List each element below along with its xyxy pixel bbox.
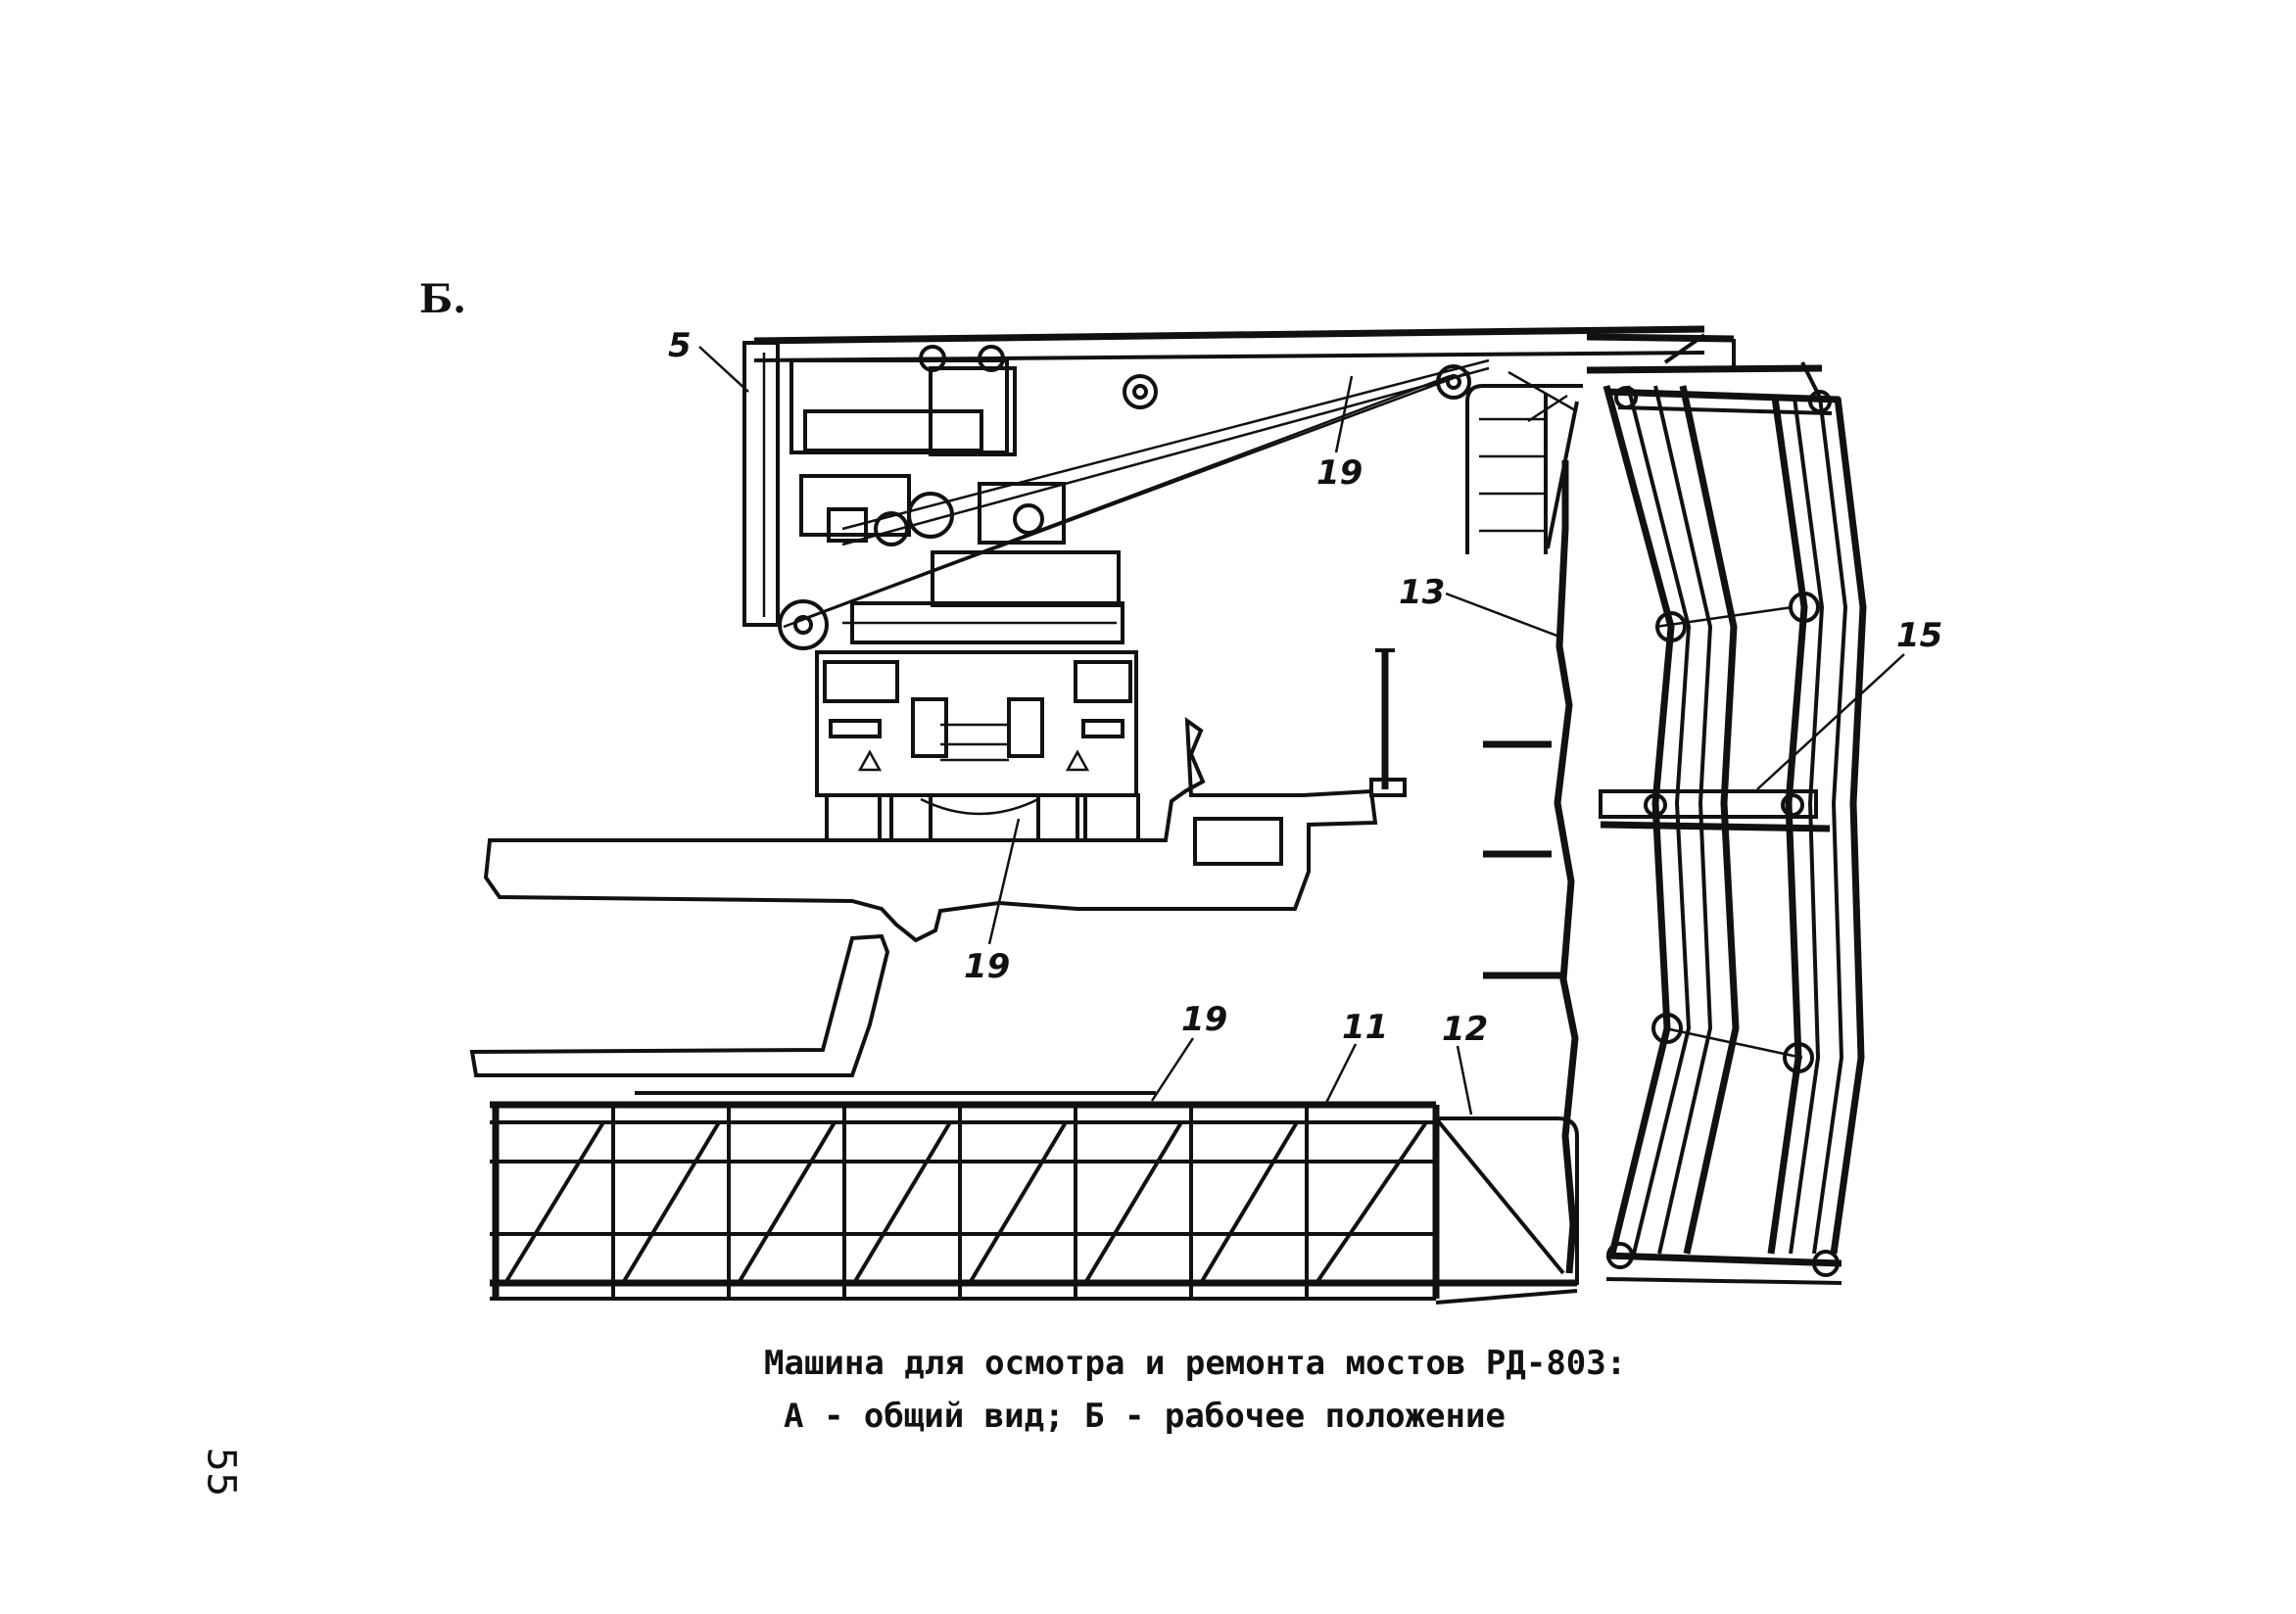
lower-slab-section [469, 933, 890, 1077]
deck-post [1369, 648, 1407, 797]
truss-diagonal [1199, 1120, 1299, 1285]
callout-15: 15 [1896, 616, 1942, 655]
callout-5: 5 [668, 326, 692, 365]
truss-diagonal [852, 1120, 952, 1285]
callout-19-top: 19 [1316, 453, 1363, 493]
truss-diagonal [968, 1120, 1068, 1285]
callout-19-low: 19 [1181, 1000, 1227, 1039]
crane-boom [753, 325, 1824, 403]
callout-19-mid: 19 [964, 947, 1010, 986]
truss-diagonal [1083, 1120, 1183, 1285]
platform-truss [490, 1091, 1579, 1305]
chain-13 [1483, 460, 1579, 1274]
truck-chassis [815, 650, 1140, 842]
callout-11: 11 [1342, 1008, 1388, 1047]
callout-12: 12 [1442, 1010, 1488, 1049]
truss-diagonal [621, 1120, 721, 1285]
callouts: 5 19 13 15 19 19 11 12 [668, 326, 1942, 1116]
truss-diagonal [503, 1120, 605, 1285]
hoist-cables [783, 358, 1578, 629]
folding-side-truss [1599, 385, 1867, 1285]
truss-diagonal [1315, 1120, 1428, 1285]
truss-diagonal [737, 1120, 837, 1285]
figure-caption-line-1: Машина для осмотра и ремонта мостов РД-8… [764, 1344, 1627, 1383]
page-number: 55 [198, 1447, 244, 1497]
pulleys [778, 345, 1471, 650]
crane-mast [742, 341, 1124, 644]
callout-13: 13 [1399, 573, 1445, 612]
bridge-deck-section [483, 716, 1378, 943]
figure-caption-line-2: А - общий вид; Б - рабочее положение [784, 1397, 1506, 1436]
sheet-label: Б. [419, 276, 467, 322]
